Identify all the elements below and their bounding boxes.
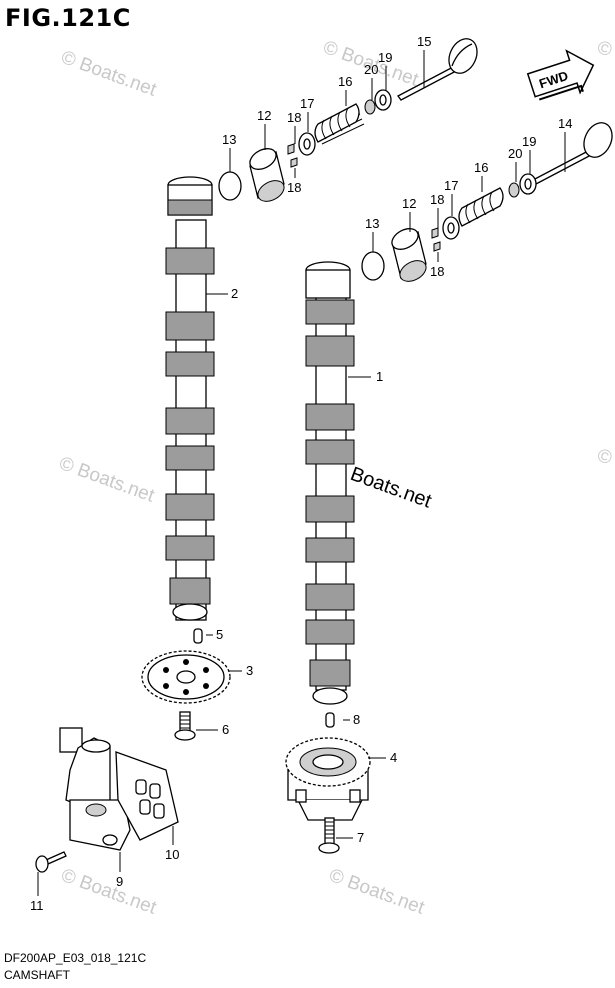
callout-7: 7 [357, 830, 364, 845]
cam-sprocket [141, 650, 231, 704]
watermark: © Boats.net [58, 865, 159, 919]
callout-18: 18 [430, 264, 444, 279]
watermark: © Boats.net [594, 445, 615, 499]
figure-code: DF200AP_E03_018_121C [4, 951, 147, 965]
callout-1: 1 [376, 369, 383, 384]
callout-17: 17 [300, 96, 314, 111]
callout-20: 20 [508, 146, 522, 161]
oil-control-valve [59, 727, 131, 851]
callout-2: 2 [231, 286, 238, 301]
callout-9: 9 [116, 874, 123, 889]
callout-10: 10 [165, 847, 179, 862]
watermark: © Boats.net [326, 865, 427, 919]
callout-13: 13 [222, 132, 236, 147]
callout-16: 16 [474, 160, 488, 175]
callout-18: 18 [430, 192, 444, 207]
valve-assembly-lower [361, 122, 613, 282]
callout-4: 4 [390, 750, 397, 765]
callout-3: 3 [246, 663, 253, 678]
callout-5: 5 [216, 627, 223, 642]
actuator-bolt [318, 817, 340, 854]
watermark: © Boats.net [56, 453, 157, 507]
callout-20: 20 [364, 62, 378, 77]
vvt-actuator [285, 737, 371, 821]
callout-13: 13 [365, 216, 379, 231]
dowel-pin [193, 628, 203, 644]
figure-name: CAMSHAFT [4, 968, 70, 982]
ocv-gasket [115, 751, 179, 841]
camshaft-right [305, 261, 355, 705]
callout-18: 18 [287, 110, 301, 125]
callout-19: 19 [522, 134, 536, 149]
callout-12: 12 [402, 196, 416, 211]
callout-16: 16 [338, 74, 352, 89]
leader-lines [37, 50, 566, 896]
figure-title: FIG.121C [5, 4, 131, 32]
watermark: © Boats.net [58, 47, 159, 101]
watermark: © Boats.net [594, 37, 615, 91]
callout-11: 11 [30, 898, 44, 913]
callout-14: 14 [558, 116, 572, 131]
callout-19: 19 [378, 50, 392, 65]
dowel-pin [325, 712, 335, 728]
camshaft-left [165, 176, 215, 621]
callout-6: 6 [222, 722, 229, 737]
fwd-arrow-icon: FWD [526, 49, 595, 101]
callout-12: 12 [257, 108, 271, 123]
valve-assembly-upper [218, 38, 478, 202]
callout-8: 8 [353, 712, 360, 727]
callout-15: 15 [417, 34, 431, 49]
sprocket-bolt [174, 711, 196, 741]
callout-17: 17 [444, 178, 458, 193]
ocv-bolt [35, 851, 67, 873]
callout-18: 18 [287, 180, 301, 195]
